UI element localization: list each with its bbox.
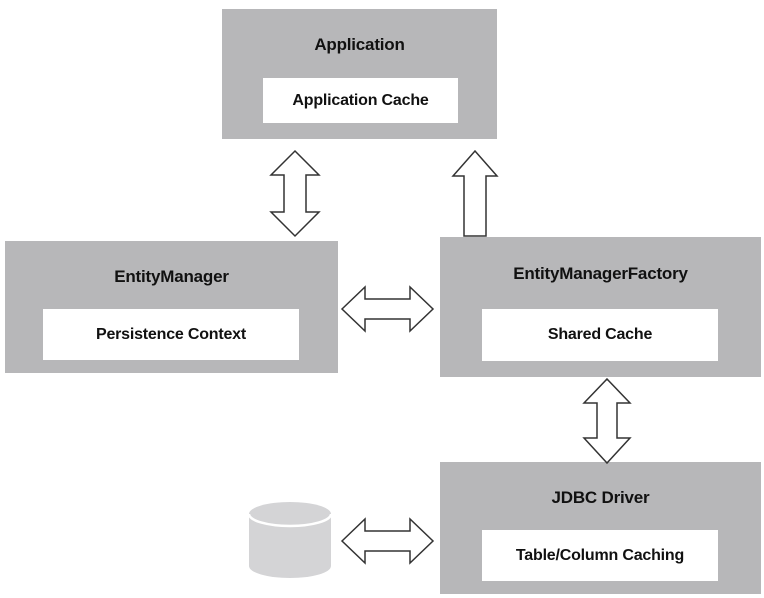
entity-manager-factory-title: EntityManagerFactory xyxy=(513,264,688,283)
shared-cache-box: Shared Cache xyxy=(482,309,718,361)
entity-manager-factory-box: EntityManagerFactory Shared Cache xyxy=(440,237,761,377)
double-arrow-entitymanager-factory xyxy=(340,285,435,333)
persistence-context-box: Persistence Context xyxy=(43,309,299,360)
jdbc-driver-title: JDBC Driver xyxy=(551,488,650,507)
application-title: Application xyxy=(314,35,405,54)
application-cache-box: Application Cache xyxy=(263,78,458,123)
double-arrow-application-entitymanager xyxy=(269,149,321,238)
database-icon xyxy=(247,502,333,578)
jdbc-driver-box: JDBC Driver Table/Column Caching xyxy=(440,462,761,594)
table-column-caching-box: Table/Column Caching xyxy=(482,530,718,581)
entity-manager-box: EntityManager Persistence Context xyxy=(5,241,338,373)
double-arrow-database-jdbc xyxy=(340,517,435,565)
up-arrow-factory-application xyxy=(451,149,499,237)
entity-manager-title: EntityManager xyxy=(114,267,229,286)
double-arrow-factory-jdbc xyxy=(582,377,632,465)
application-box: Application Application Cache xyxy=(222,9,497,139)
